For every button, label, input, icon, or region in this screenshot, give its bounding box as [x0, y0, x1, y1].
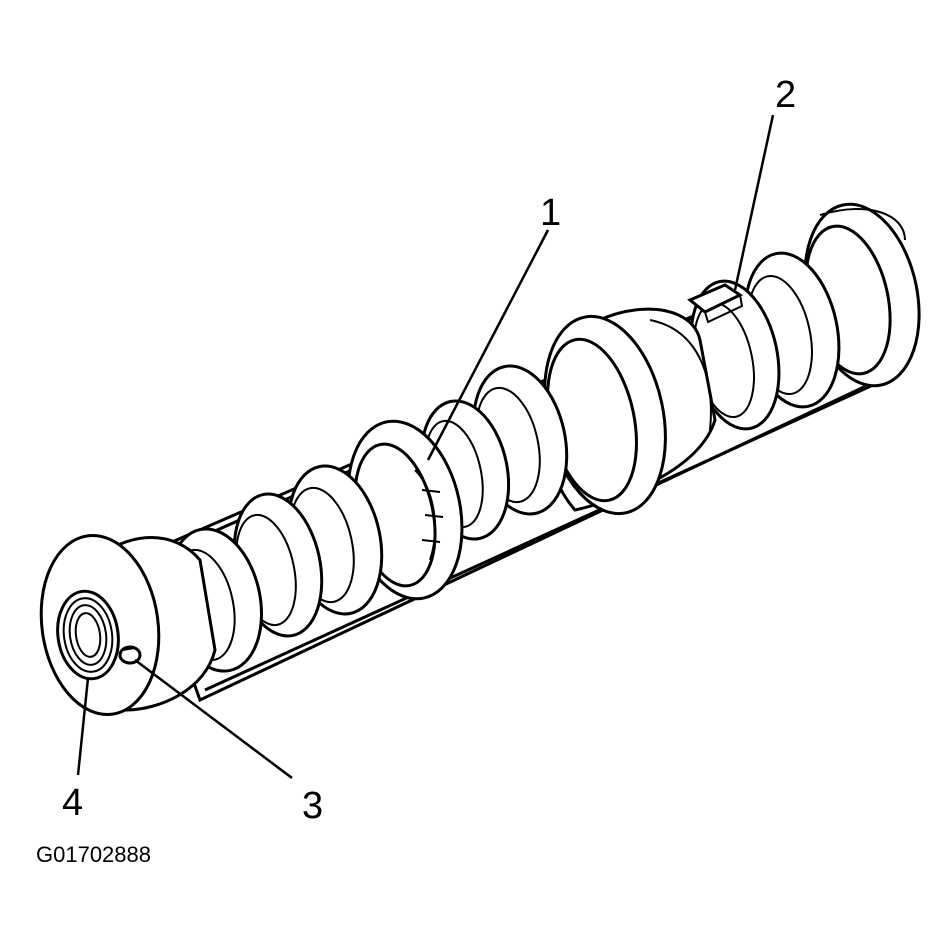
- leader-line-2: [733, 114, 775, 291]
- leader-line-1: [426, 229, 550, 461]
- figure-id: G01702888: [36, 842, 151, 867]
- center-journal: [542, 307, 717, 516]
- leader-line-4: [76, 677, 90, 776]
- cam-lobes: [167, 251, 841, 673]
- callout-2: 2: [775, 74, 796, 116]
- dowel-pin: [118, 645, 142, 665]
- leader-line-3: [134, 659, 293, 779]
- leader-lines: [76, 114, 775, 779]
- front-journal: [39, 534, 217, 716]
- callout-1: 1: [540, 192, 561, 234]
- callout-4: 4: [62, 782, 83, 824]
- key: [687, 283, 744, 324]
- callout-3: 3: [302, 785, 323, 827]
- threaded-bore: [56, 589, 120, 681]
